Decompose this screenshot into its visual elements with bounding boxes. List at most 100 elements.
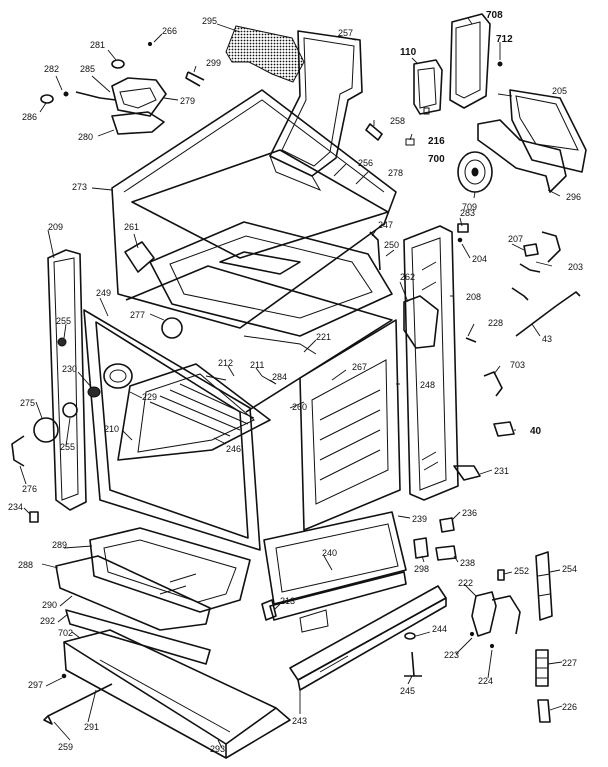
callout-205: 205 xyxy=(552,86,567,96)
callout-239: 239 xyxy=(412,514,427,524)
callout-257: 257 xyxy=(338,28,353,38)
callout-236: 236 xyxy=(462,508,477,518)
callout-261: 261 xyxy=(124,222,139,232)
callout-273: 273 xyxy=(72,182,87,192)
callout-283: 283 xyxy=(460,208,475,218)
callout-259: 259 xyxy=(58,742,73,752)
callout-295: 295 xyxy=(202,16,217,26)
door-hinge-part xyxy=(469,591,521,649)
callout-203: 203 xyxy=(568,262,583,272)
callout-231: 231 xyxy=(494,466,509,476)
insulation-pad-part xyxy=(225,25,305,83)
callout-284: 284 xyxy=(272,372,287,382)
oven-body-part xyxy=(83,265,401,551)
callout-712: 712 xyxy=(496,34,513,45)
callout-291: 291 xyxy=(84,722,99,732)
callout-250: 250 xyxy=(384,240,399,250)
blower-wheel-part xyxy=(457,151,493,193)
callout-278: 278 xyxy=(388,168,403,178)
callout-240: 240 xyxy=(322,548,337,558)
callout-110: 110 xyxy=(400,47,417,58)
callout-266: 266 xyxy=(162,26,177,36)
callout-43: 43 xyxy=(542,334,552,344)
control-bracket-part xyxy=(449,13,503,109)
callout-296: 296 xyxy=(566,192,581,202)
callout-208: 208 xyxy=(466,292,481,302)
rear-bracket-part xyxy=(477,89,587,193)
callout-290: 290 xyxy=(42,600,57,610)
callout-255b: 255 xyxy=(60,442,75,452)
callout-246: 246 xyxy=(226,444,241,454)
callout-256: 256 xyxy=(358,158,373,168)
callout-labels: 266 295 257 708 712 110 281 282 285 299 … xyxy=(8,10,583,754)
clip-part xyxy=(365,123,383,141)
right-side-panel-part xyxy=(403,225,481,501)
bottom-rail-part xyxy=(289,585,447,691)
hinge-part xyxy=(261,599,277,621)
lower-front-panel-part xyxy=(263,511,457,633)
right-hardware-part xyxy=(497,551,553,723)
callout-709: 709 xyxy=(462,202,477,212)
callout-279: 279 xyxy=(180,96,195,106)
callout-299: 299 xyxy=(206,58,221,68)
callout-224: 224 xyxy=(478,676,493,686)
burner-valve-assembly-part xyxy=(40,41,167,135)
callout-216: 216 xyxy=(428,136,445,147)
callout-297: 297 xyxy=(28,680,43,690)
callout-276: 276 xyxy=(22,484,37,494)
callout-211: 211 xyxy=(250,360,264,370)
callout-262: 262 xyxy=(400,272,415,282)
callout-293: 293 xyxy=(210,744,225,754)
callout-209: 209 xyxy=(48,222,63,232)
callout-212: 212 xyxy=(218,358,233,368)
callout-207: 207 xyxy=(508,234,523,244)
storage-drawer-part xyxy=(43,629,291,759)
callout-243: 243 xyxy=(292,716,307,726)
callout-204: 204 xyxy=(472,254,487,264)
cooktop-support-frame-part xyxy=(111,89,397,329)
callout-234: 234 xyxy=(8,502,23,512)
callout-703: 703 xyxy=(510,360,525,370)
callout-248: 248 xyxy=(420,380,435,390)
callout-40: 40 xyxy=(530,426,542,437)
screw-part xyxy=(185,71,205,87)
callout-213: 213 xyxy=(280,596,295,606)
callout-289: 289 xyxy=(52,540,67,550)
callout-226: 226 xyxy=(562,702,577,712)
callout-282: 282 xyxy=(44,64,59,74)
callout-285: 285 xyxy=(80,64,95,74)
callout-288: 288 xyxy=(18,560,33,570)
callout-222: 222 xyxy=(458,578,473,588)
callout-292: 292 xyxy=(40,616,55,626)
callout-247: 247 xyxy=(378,220,393,230)
callout-275: 275 xyxy=(20,398,35,408)
callout-260: 260 xyxy=(292,402,307,412)
callout-254: 254 xyxy=(562,564,577,574)
callout-298: 298 xyxy=(414,564,429,574)
small-components-part xyxy=(457,223,581,437)
oven-switch-part xyxy=(405,59,443,146)
oven-rack-part xyxy=(87,363,271,461)
callout-230: 230 xyxy=(62,364,77,374)
callout-229: 229 xyxy=(142,392,157,402)
callout-245: 245 xyxy=(400,686,415,696)
left-side-panel-part xyxy=(11,249,87,523)
callout-238: 238 xyxy=(460,558,475,568)
callout-210: 210 xyxy=(104,424,119,434)
callout-286: 286 xyxy=(22,112,37,122)
callout-700: 700 xyxy=(428,154,445,165)
callout-223: 223 xyxy=(444,650,459,660)
callout-702: 702 xyxy=(58,628,73,638)
callout-708: 708 xyxy=(486,10,503,21)
broiler-drawer-part xyxy=(55,527,251,665)
callout-255a: 255 xyxy=(56,316,71,326)
callout-244: 244 xyxy=(432,624,447,634)
callout-280: 280 xyxy=(78,132,93,142)
callout-249: 249 xyxy=(96,288,111,298)
callout-221: 221 xyxy=(316,332,331,342)
callout-258: 258 xyxy=(390,116,405,126)
callout-228: 228 xyxy=(488,318,503,328)
callout-277: 277 xyxy=(130,310,145,320)
callout-252: 252 xyxy=(514,566,529,576)
